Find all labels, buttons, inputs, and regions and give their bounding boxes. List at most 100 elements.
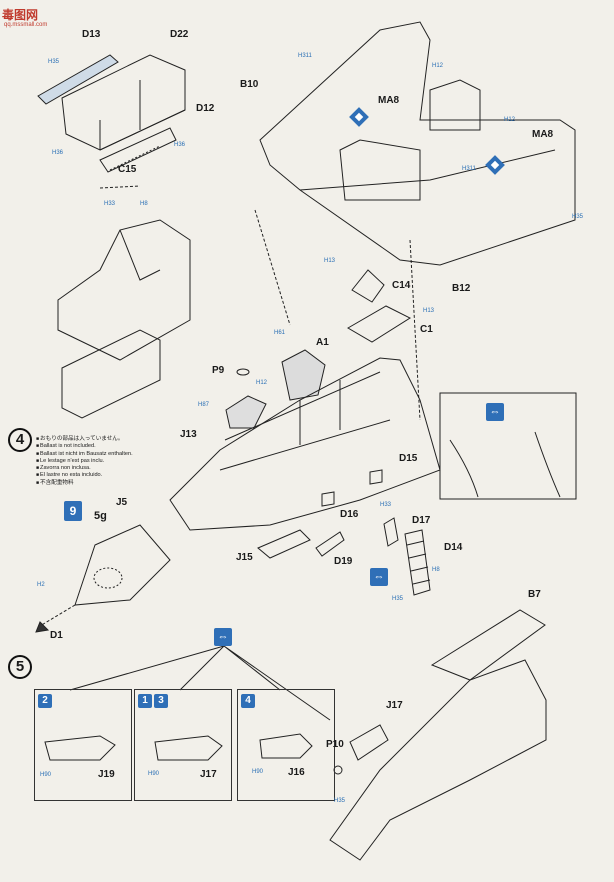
- paint-ref: H36: [52, 150, 64, 156]
- watermark-site: qq.mssmall.com: [4, 22, 48, 28]
- subassembly-box-j19: [34, 689, 132, 801]
- step-number-5: 5: [8, 655, 32, 679]
- part-label-ma8-a: MA8: [378, 95, 400, 106]
- part-label-d16: D16: [340, 509, 359, 520]
- part-d13-shape: [37, 54, 119, 105]
- ballast-note-es: El lastre no esta incluido.: [36, 472, 133, 479]
- part-d16-shape: [321, 491, 335, 507]
- part-label-p9: P9: [212, 365, 225, 376]
- part-label-j17-sub: J17: [200, 769, 217, 780]
- part-d22-shape: [61, 54, 186, 151]
- paint-ref: H311: [298, 53, 312, 59]
- mirror-icon: ⇔: [214, 628, 232, 646]
- part-label-d1: D1: [50, 630, 63, 641]
- sub-j16-shape: [259, 733, 313, 759]
- part-label-c15: C15: [118, 164, 137, 175]
- part-a1-shape: [281, 349, 326, 401]
- part-c1-shape: [347, 305, 412, 343]
- paint-ref: H8: [432, 567, 440, 573]
- part-label-c14: C14: [392, 280, 411, 291]
- paint-ref: H61: [274, 330, 286, 336]
- part-label-b10: B10: [240, 79, 259, 90]
- paint-ref: H13: [423, 308, 435, 314]
- paint-ref: H35: [334, 798, 346, 804]
- part-d15-shape: [369, 469, 383, 485]
- part-label-j17-main: J17: [386, 700, 403, 711]
- part-label-d15: D15: [399, 453, 418, 464]
- part-label-d19: D19: [334, 556, 353, 567]
- paint-ref: H35: [48, 59, 60, 65]
- forward-fuselage-shape: [169, 357, 441, 531]
- paint-ref: H35: [572, 214, 584, 220]
- ballast-note-de: Ballast ist nicht im Bausatz enthalten.: [36, 451, 133, 458]
- sub-j19-shape: [44, 735, 116, 761]
- ballast-note-ja: おもりの部品は入っていません。: [36, 436, 133, 443]
- part-label-ma8-b: MA8: [532, 129, 554, 140]
- part-label-d12: D12: [196, 103, 215, 114]
- part-label-p10: P10: [326, 739, 344, 750]
- ballast-notes: おもりの部品は入っていません。 Ballast is not included.…: [36, 436, 133, 487]
- part-label-j19: J19: [98, 769, 115, 780]
- part-label-j13: J13: [180, 429, 197, 440]
- weight-icon: 9: [64, 501, 82, 521]
- option-badge-4: 4: [241, 694, 255, 708]
- ballast-note-fr: Le lestage n'est pas inclu.: [36, 458, 133, 465]
- option-badge-2: 2: [38, 694, 52, 708]
- part-label-d14: D14: [444, 542, 463, 553]
- paint-ref: H12: [256, 380, 268, 386]
- paint-ref: H8: [140, 201, 148, 207]
- step-number-4: 4: [8, 428, 32, 452]
- part-label-b7: B7: [528, 589, 541, 600]
- part-c14-shape: [351, 269, 385, 303]
- step5-fuselage-shape: [329, 659, 547, 861]
- part-label-d13: D13: [82, 29, 101, 40]
- subassembly-box-j16: [237, 689, 335, 801]
- cockpit-tub-shape: [339, 139, 421, 201]
- part-d1-shape: [35, 621, 50, 633]
- paint-ref: H33: [104, 201, 116, 207]
- paint-ref: H90: [40, 772, 52, 778]
- part-j13-shape: [225, 395, 267, 429]
- paint-ref: H36: [174, 142, 186, 148]
- subassembly-box-j17: [134, 689, 232, 801]
- detail-inset-frame: [439, 392, 577, 500]
- part-label-j15: J15: [236, 552, 253, 563]
- part-label-a1: A1: [316, 337, 329, 348]
- seat-rail-shape: [61, 329, 161, 419]
- part-label-b12: B12: [452, 283, 471, 294]
- ballast-note-zh: 不含配重物料: [36, 480, 133, 487]
- part-p9-shape: [236, 368, 250, 376]
- part-j17-main-shape: [349, 724, 389, 761]
- mirror-icon: ⇔: [486, 403, 504, 421]
- part-label-j16: J16: [288, 767, 305, 778]
- paint-ref: H90: [252, 769, 264, 775]
- part-j15-shape: [257, 529, 311, 559]
- paint-ref: H2: [37, 582, 45, 588]
- paint-ref: H90: [148, 771, 160, 777]
- paint-ref: H87: [198, 402, 210, 408]
- part-b7-shape: [430, 609, 546, 681]
- part-label-j5: J5: [116, 497, 128, 508]
- ballast-note-it: Zavorra non inclusa.: [36, 465, 133, 472]
- part-d14-shape: [404, 529, 431, 596]
- part-d19-shape: [315, 531, 345, 557]
- paint-ref: H12: [504, 117, 516, 123]
- part-j5-shape: [74, 524, 171, 606]
- mirror-icon: ⇔: [370, 568, 388, 586]
- part-label-d17: D17: [412, 515, 431, 526]
- option-badge-3: 3: [154, 694, 168, 708]
- sub-j17-shape: [154, 735, 223, 761]
- paint-ref: H13: [324, 258, 336, 264]
- weight-value: 5g: [94, 510, 107, 522]
- paint-ref: H35: [392, 596, 404, 602]
- paint-ref: H12: [432, 63, 444, 69]
- ballast-note-en: Ballast is not included.: [36, 443, 133, 450]
- part-p10-shape: [333, 765, 343, 775]
- paint-ref: H311: [462, 166, 476, 172]
- option-badge-1: 1: [138, 694, 152, 708]
- watermark-logo: 毒图网: [2, 8, 39, 22]
- part-d17-shape: [383, 517, 399, 547]
- part-label-d22: D22: [170, 29, 189, 40]
